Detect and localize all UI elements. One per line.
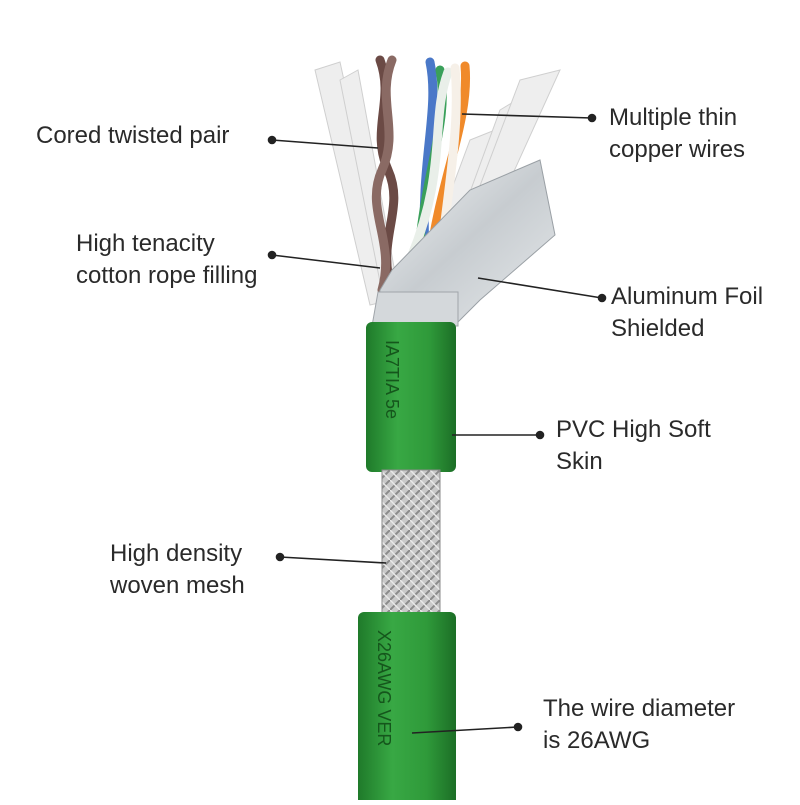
label-aluminum-foil: Aluminum Foil Shielded [611,283,764,342]
jacket-print-upper: IA7TIA 5e [382,340,402,419]
jacket-print-lower: X26AWG VER [374,630,394,746]
label-wire-diameter: The wire diameter is 26AWG [543,695,736,754]
foil-wrap [371,291,459,327]
label-pvc-skin: PVC High Soft Skin [556,416,711,475]
jacket-lower [358,612,456,805]
twisted-pairs [371,55,471,295]
label-woven-mesh: High density woven mesh [110,540,245,599]
label-copper-wires: Multiple thin copper wires [609,104,746,163]
braid-mesh [381,469,441,621]
leader-lines [267,113,607,734]
pair-green-b [405,67,453,265]
pair-brown-b [371,55,397,295]
jacket-upper [366,322,456,472]
label-cotton-rope-filling: High tenacity cotton rope filling [76,230,258,289]
label-cored-twisted-pair: Cored twisted pair [36,122,230,149]
